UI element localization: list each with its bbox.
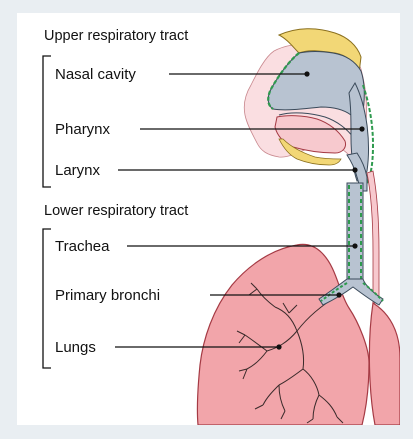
diagram-panel: Upper respiratory tract Nasal cavity Pha… (17, 13, 400, 425)
trachea-label: Trachea (55, 239, 109, 254)
primary-bronchi-label: Primary bronchi (55, 288, 160, 303)
pharynx-label: Pharynx (55, 122, 110, 137)
left-lung (197, 244, 369, 425)
upper-respiratory-tract-title: Upper respiratory tract (44, 29, 188, 44)
right-lung (369, 303, 400, 425)
lungs-label: Lungs (55, 340, 96, 355)
trachea-shape (347, 183, 363, 281)
upper-tract-bracket (43, 56, 51, 187)
nasal-cavity-label: Nasal cavity (55, 67, 136, 82)
esophagus (367, 171, 379, 303)
larynx-label: Larynx (55, 163, 100, 178)
lower-tract-bracket (43, 229, 51, 368)
lower-respiratory-tract-title: Lower respiratory tract (44, 204, 188, 219)
